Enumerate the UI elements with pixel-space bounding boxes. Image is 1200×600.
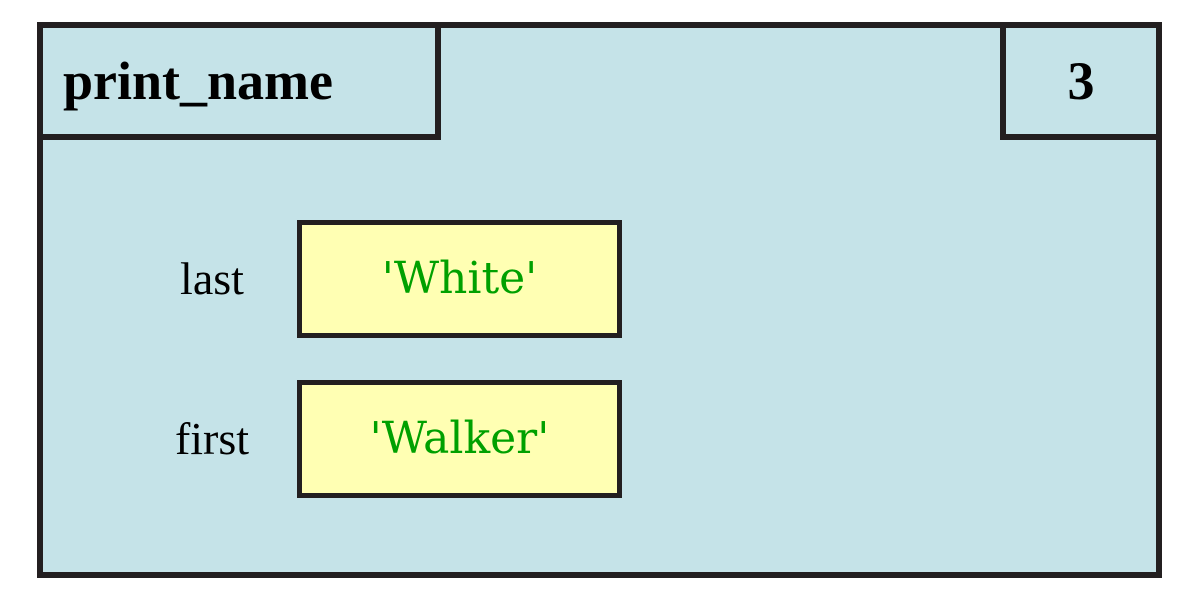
variable-name-label: first [174,413,250,464]
frame-name-box: print_name [37,22,441,140]
variable-value-box: 'White' [297,220,622,338]
frame-name-label: print_name [63,51,333,111]
frame-number-box: 3 [1000,22,1162,140]
frame-number-label: 3 [1067,51,1095,111]
variable-value-label: 'Walker' [369,413,550,464]
variable-row: last 'White' [37,220,1162,338]
variable-value-label: 'White' [381,253,538,304]
variable-value-box: 'Walker' [297,380,622,498]
variable-row: first 'Walker' [37,380,1162,498]
variable-name-label: last [180,253,244,304]
